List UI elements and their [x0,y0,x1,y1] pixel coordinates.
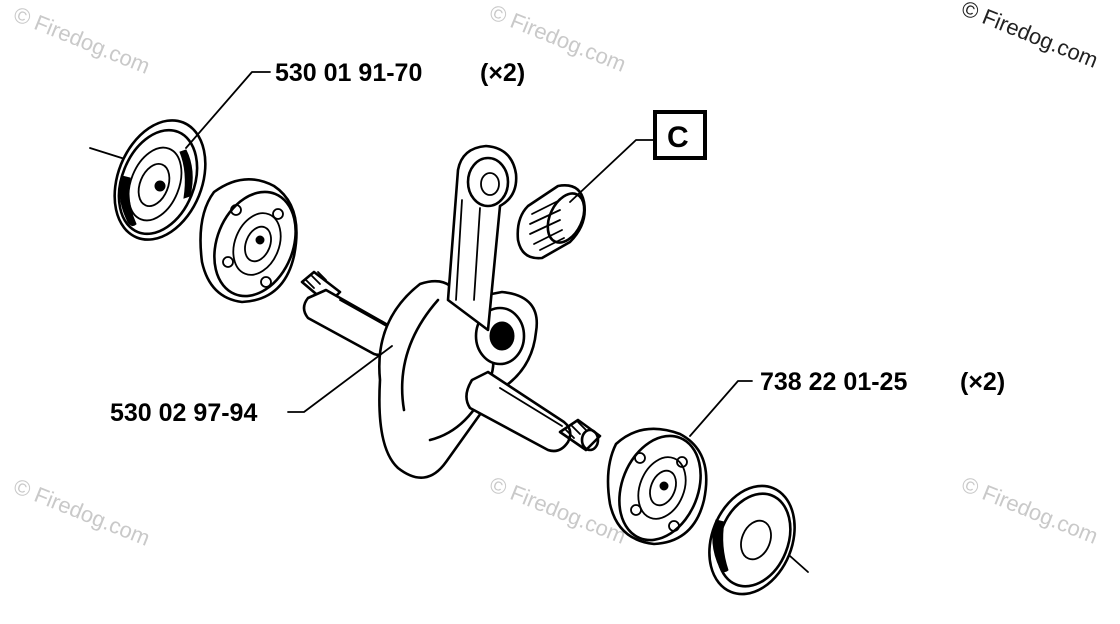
ball-bearing-upper [199,177,298,304]
axis-line-left [89,147,129,161]
ball-bearing-lower [606,427,708,546]
crankshaft [300,144,602,479]
callout-box-c: C [653,110,707,160]
needle-bearing [516,184,586,260]
bearing-quantity: (×2) [960,368,1005,396]
callout-letter-c: C [667,121,689,154]
oil-seal-upper [113,119,207,241]
leader-needle-bearing [569,139,655,203]
watermark-bottom-left: © Firedog.com [10,473,153,550]
watermark-top-right: © Firedog.com [958,0,1101,73]
watermark-top-left: © Firedog.com [10,1,153,78]
leader-bearing [689,380,753,437]
watermark-bottom-right: © Firedog.com [958,471,1101,548]
leader-crankshaft [287,345,393,413]
leader-seal [185,71,271,149]
bearing-part-number: 738 22 01-25 [760,368,907,396]
oil-seal-lower [708,484,796,596]
crankshaft-part-number: 530 02 97-94 [110,399,257,427]
seal-quantity: (×2) [480,59,525,87]
watermarks: © Firedog.com © Firedog.com © Firedog.co… [10,0,1101,551]
seal-part-number: 530 01 91-70 [275,59,422,87]
